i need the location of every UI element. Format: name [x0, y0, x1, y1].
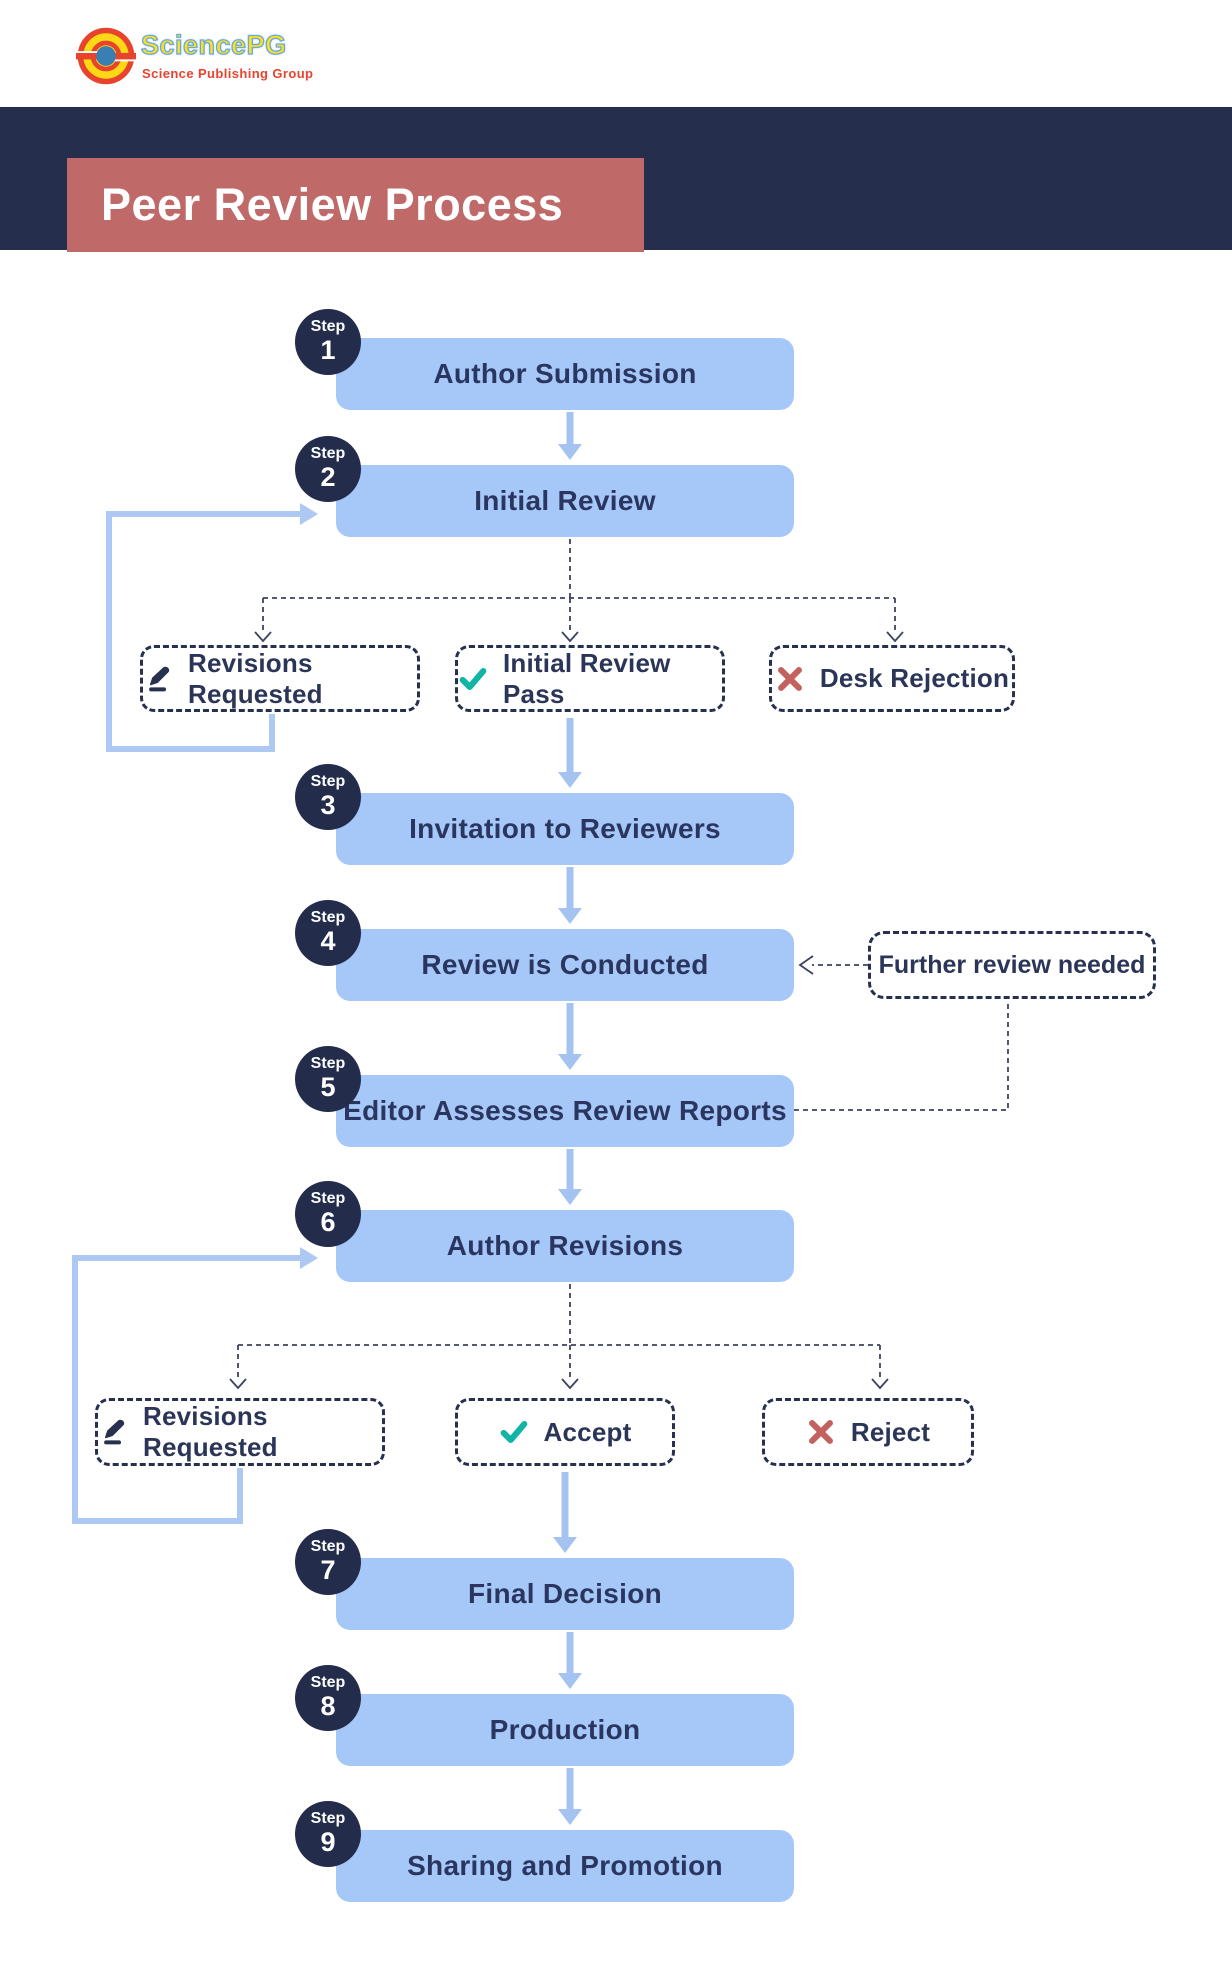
branch-tree-2-arrowheads [229, 1378, 889, 1390]
check-icon [459, 667, 487, 690]
flow-box-label: Production [489, 1714, 641, 1745]
further-review-note: Further review needed [868, 931, 1156, 999]
logo-wordmark: SciencePG [140, 29, 287, 60]
page-title: Peer Review Process [101, 179, 564, 230]
option-accept: Accept [455, 1398, 675, 1466]
branch-tree-2 [237, 1284, 881, 1379]
option-label: Initial Review Pass [503, 647, 671, 709]
option-desk-rejection: Desk Rejection [769, 645, 1015, 712]
side-note-label: Further review needed [878, 950, 1146, 979]
option-label: Revisions Requested [188, 647, 323, 709]
flow-box-label: Final Decision [467, 1578, 663, 1609]
option-revisions-requested-1: Revisions Requested [140, 645, 420, 712]
further-review-connectors [794, 955, 1009, 1111]
page-header: SciencePG Science Publishing Group [0, 0, 1232, 107]
option-label: Revisions Requested [143, 1401, 278, 1462]
option-label: Accept [543, 1416, 632, 1447]
option-initial-review-pass: Initial Review Pass [455, 645, 725, 712]
option-label: Reject [850, 1416, 931, 1447]
option-label: Desk Rejection [819, 663, 1010, 693]
pencil-icon [149, 666, 170, 691]
flow-box-review-is-conducted: Review is Conducted [336, 929, 794, 1001]
logo-tagline: Science Publishing Group [142, 66, 314, 81]
x-icon [808, 1420, 833, 1444]
flow-box-invitation-to-reviewers: Invitation to Reviewers [336, 793, 794, 865]
page-title-box: Peer Review Process [67, 158, 644, 252]
down-arrow-icons [553, 412, 582, 1825]
pencil-icon [104, 1419, 125, 1445]
flow-box-author-revisions: Author Revisions [336, 1210, 794, 1282]
flow-box-initial-review: Initial Review [336, 465, 794, 537]
flow-box-sharing-promotion: Sharing and Promotion [336, 1830, 794, 1902]
flow-box-label: Invitation to Reviewers [409, 813, 721, 844]
flow-box-final-decision: Final Decision [336, 1558, 794, 1630]
option-reject: Reject [762, 1398, 974, 1466]
sciencepg-logo-emblem [76, 27, 136, 85]
branch-tree-1-arrowheads [254, 631, 904, 643]
flow-box-label: Sharing and Promotion [407, 1850, 723, 1881]
flow-box-label: Editor Assesses Review Reports [343, 1095, 787, 1126]
flow-box-label: Review is Conducted [421, 949, 709, 980]
flow-box-label: Author Submission [433, 358, 697, 389]
branch-tree-1 [262, 539, 896, 632]
flow-box-production: Production [336, 1694, 794, 1766]
flow-box-author-submission: Author Submission [336, 338, 794, 410]
flow-box-label: Author Revisions [446, 1230, 684, 1261]
x-icon [777, 666, 802, 691]
check-icon [500, 1420, 527, 1444]
option-revisions-requested-2: Revisions Requested [95, 1398, 385, 1466]
flow-box-editor-assesses: Editor Assesses Review Reports [336, 1075, 794, 1147]
revision-loop-2 [72, 1247, 318, 1524]
revision-loop-1 [106, 503, 318, 752]
flow-box-label: Initial Review [474, 485, 656, 516]
